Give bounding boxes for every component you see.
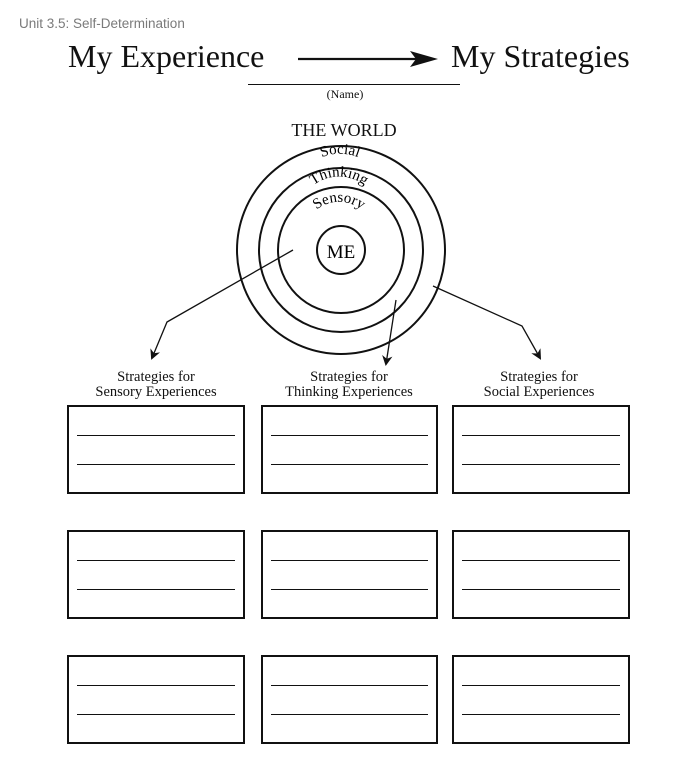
write-line[interactable] (77, 589, 235, 590)
world-label: THE WORLD (291, 120, 397, 140)
ring-world (236, 145, 446, 355)
social-strategy-box-2[interactable] (452, 530, 630, 619)
write-line[interactable] (77, 714, 235, 715)
sensory-strategy-box-2[interactable] (67, 530, 245, 619)
title-my-strategies: My Strategies (451, 38, 630, 74)
social-strategy-box-1[interactable] (452, 405, 630, 494)
arrow-to-sensory (150, 249, 294, 360)
arrow-to-social (432, 285, 542, 360)
write-line[interactable] (462, 560, 620, 561)
write-line[interactable] (462, 589, 620, 590)
write-line[interactable] (271, 435, 428, 436)
write-line[interactable] (462, 435, 620, 436)
ring-label-social: Social (318, 142, 362, 161)
ring-sensory (316, 225, 366, 275)
write-line[interactable] (271, 560, 428, 561)
ring-label-thinking: Thinking (307, 164, 372, 188)
write-line[interactable] (271, 589, 428, 590)
write-line[interactable] (271, 464, 428, 465)
name-label: (Name) (326, 87, 364, 101)
ring-social (258, 167, 424, 333)
ring-thinking (277, 186, 405, 314)
right-arrow-icon (298, 51, 438, 67)
sensory-strategy-box-1[interactable] (67, 405, 245, 494)
write-line[interactable] (77, 560, 235, 561)
sensory-strategy-box-3[interactable] (67, 655, 245, 744)
heading-social-strategies: Strategies for Social Experiences (483, 369, 595, 400)
write-line[interactable] (77, 435, 235, 436)
center-label-me: ME (327, 242, 356, 263)
write-line[interactable] (271, 685, 428, 686)
thinking-strategy-box-1[interactable] (261, 405, 438, 494)
write-line[interactable] (271, 714, 428, 715)
ring-label-sensory: Sensory (310, 190, 368, 213)
title-my-experience: My Experience (68, 38, 265, 74)
unit-label: Unit 3.5: Self-Determination (19, 16, 185, 31)
write-line[interactable] (77, 685, 235, 686)
heading-thinking-strategies: Strategies for Thinking Experiences (285, 369, 413, 400)
arrow-to-thinking (382, 299, 397, 367)
heading-sensory-strategies: Strategies for Sensory Experiences (95, 369, 217, 400)
name-write-line[interactable] (248, 84, 460, 85)
write-line[interactable] (462, 464, 620, 465)
write-line[interactable] (462, 714, 620, 715)
write-line[interactable] (462, 685, 620, 686)
write-line[interactable] (77, 464, 235, 465)
thinking-strategy-box-3[interactable] (261, 655, 438, 744)
thinking-strategy-box-2[interactable] (261, 530, 438, 619)
social-strategy-box-3[interactable] (452, 655, 630, 744)
